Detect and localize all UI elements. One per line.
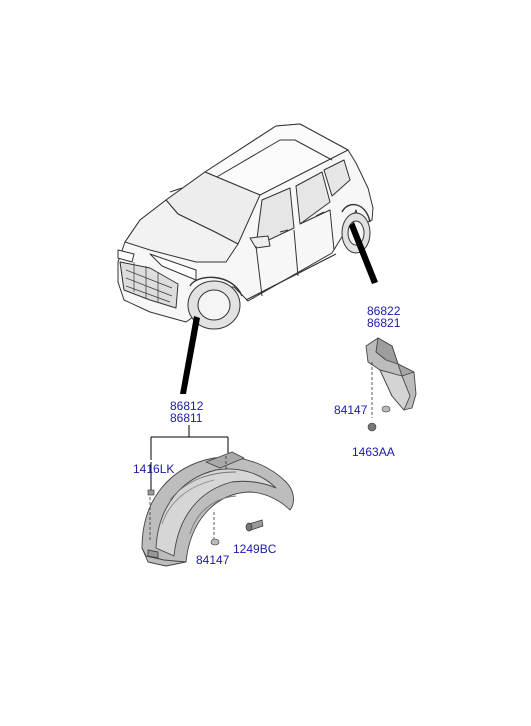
- front-bracket-lines: [150, 425, 229, 460]
- clip-icon: [147, 462, 155, 496]
- front-dashed-leaders: [149, 456, 227, 540]
- clip-1463aa-label[interactable]: 1463AA: [352, 445, 395, 459]
- screw-icon: [245, 519, 264, 532]
- screw-1249bc-label[interactable]: 1249BC: [233, 542, 277, 556]
- nut-icon: [210, 538, 220, 546]
- nut-84147-rear-label[interactable]: 84147: [334, 403, 368, 417]
- callout-arrows: [180, 222, 378, 394]
- front-wheel-guard: [141, 451, 294, 567]
- vehicle-illustration: [117, 123, 374, 330]
- rear-guard-number-1[interactable]: 86822: [367, 304, 401, 318]
- rear-mud-guard: [365, 337, 417, 411]
- front-liner-number-1[interactable]: 86812: [170, 399, 204, 413]
- rear-nut-icon: [381, 405, 391, 413]
- front-liner-number-2[interactable]: 86811: [170, 411, 203, 425]
- clip-1416lk-label[interactable]: 1416LK: [133, 462, 175, 476]
- nut-84147-front-label[interactable]: 84147: [196, 553, 230, 567]
- rear-guard-number-2[interactable]: 86821: [367, 316, 401, 330]
- rear-clip-icon: [367, 422, 377, 432]
